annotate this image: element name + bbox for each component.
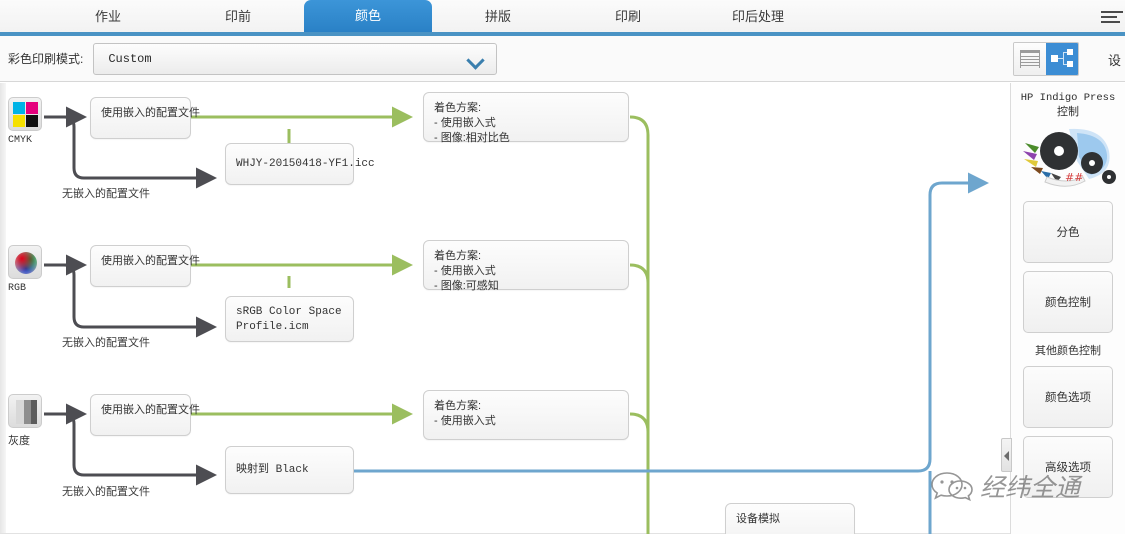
canvas-left-rail xyxy=(0,83,6,534)
tab-prepress[interactable]: 印前 xyxy=(224,9,251,24)
gray-intent-title: 着色方案: xyxy=(434,400,482,412)
grayscale-icon xyxy=(8,394,42,428)
color-options-button[interactable]: 颜色选项 xyxy=(1023,366,1113,428)
toolbar: 彩色印刷模式: Custom 设 xyxy=(0,36,1125,82)
rgb-icon xyxy=(8,245,42,279)
rgb-embedded-profile-text: 使用嵌入的配置文件 xyxy=(101,255,200,267)
cmyk-intent-line-1: - 使用嵌入式 xyxy=(434,117,496,129)
rgb-intent-title: 着色方案: xyxy=(434,250,482,262)
rgb-intent-line-1: - 使用嵌入式 xyxy=(434,265,496,277)
separation-button[interactable]: 分色 xyxy=(1023,201,1113,263)
panel-collapse-handle[interactable] xyxy=(1001,438,1012,472)
cmyk-no-embedded-label: 无嵌入的配置文件 xyxy=(62,188,150,200)
colorspace-gray-label: 灰度 xyxy=(8,435,30,447)
rgb-embedded-profile-node[interactable]: 使用嵌入的配置文件 xyxy=(90,245,200,287)
indigo-press-illustration: ## xyxy=(1017,121,1120,193)
gray-intent-line-1: - 使用嵌入式 xyxy=(434,415,496,427)
cmyk-icon xyxy=(8,97,42,131)
cmyk-intent-line-2: - 图像:相对比色 xyxy=(434,132,510,144)
gray-no-embedded-label: 无嵌入的配置文件 xyxy=(62,486,150,498)
device-simulation-node[interactable]: 设备模拟 xyxy=(725,503,855,534)
colorspace-cmyk: CMYK xyxy=(8,97,42,146)
toolbar-edge-label: 设 xyxy=(1107,53,1121,68)
other-color-control-label: 其他颜色控制 xyxy=(1035,345,1101,357)
tab-imposition[interactable]: 拼版 xyxy=(484,9,511,24)
tab-bar: 作业 印前 颜色 拼版 印刷 印后处理 xyxy=(0,0,1125,36)
color-print-mode-select[interactable]: Custom xyxy=(93,42,498,75)
rgb-profile-node[interactable]: sRGB Color Space Profile.icm xyxy=(225,296,354,342)
svg-text:##: ## xyxy=(1065,171,1083,184)
gray-map-to-black-text: 映射到 Black xyxy=(236,463,309,476)
list-view-button[interactable] xyxy=(1014,43,1046,75)
colorspace-rgb: RGB xyxy=(8,245,42,294)
tab-postpress[interactable]: 印后处理 xyxy=(731,9,784,24)
rgb-profile-text-1: sRGB Color Space xyxy=(236,306,342,318)
cmyk-intent-node[interactable]: 着色方案: - 使用嵌入式 - 图像:相对比色 xyxy=(423,92,629,144)
colorspace-rgb-label: RGB xyxy=(8,283,27,294)
advanced-options-button[interactable]: 高级选项 xyxy=(1023,436,1113,498)
right-panel: HP Indigo Press 控制 ## 分色 颜色控制 其他颜色控制 颜色选… xyxy=(1001,83,1125,534)
chevron-down-icon xyxy=(468,52,484,68)
color-print-mode-value: Custom xyxy=(108,51,152,66)
rgb-profile-text-2: Profile.icm xyxy=(236,321,309,333)
tab-print[interactable]: 印刷 xyxy=(614,9,641,24)
color-flow-canvas: CMYK RGB 灰度 使用嵌入的配置文件 WHJY-20150418-YF1.… xyxy=(0,83,1125,534)
rgb-intent-line-2: - 图像:可感知 xyxy=(434,280,499,292)
right-panel-title: HP Indigo Press 控制 xyxy=(1017,91,1119,119)
colorspace-cmyk-label: CMYK xyxy=(8,135,33,146)
color-print-mode-label: 彩色印刷模式: xyxy=(8,52,84,66)
flow-connectors xyxy=(44,106,989,534)
menu-icon[interactable] xyxy=(1101,8,1123,28)
cmyk-intent-title: 着色方案: xyxy=(434,102,482,114)
gray-embedded-profile-node[interactable]: 使用嵌入的配置文件 xyxy=(90,394,200,436)
gray-embedded-profile-text: 使用嵌入的配置文件 xyxy=(101,404,200,416)
tab-color[interactable]: 颜色 xyxy=(304,0,432,32)
rgb-no-embedded-label: 无嵌入的配置文件 xyxy=(62,337,150,349)
gray-map-to-black-node[interactable]: 映射到 Black xyxy=(225,446,354,494)
cmyk-embedded-profile-text: 使用嵌入的配置文件 xyxy=(101,107,200,119)
right-panel-title-line-1: HP Indigo Press xyxy=(1020,92,1116,104)
right-panel-title-line-2: 控制 xyxy=(1057,106,1079,118)
chevron-left-icon xyxy=(1004,451,1009,461)
cmyk-embedded-profile-node[interactable]: 使用嵌入的配置文件 xyxy=(90,97,200,139)
gray-intent-node[interactable]: 着色方案: - 使用嵌入式 xyxy=(423,390,629,440)
cmyk-profile-node[interactable]: WHJY-20150418-YF1.icc xyxy=(225,143,375,185)
view-toggle-group xyxy=(1013,42,1079,76)
colorspace-gray: 灰度 xyxy=(8,394,42,448)
color-control-button[interactable]: 颜色控制 xyxy=(1023,271,1113,333)
rgb-intent-node[interactable]: 着色方案: - 使用嵌入式 - 图像:可感知 xyxy=(423,240,629,292)
cmyk-profile-text: WHJY-20150418-YF1.icc xyxy=(236,157,375,170)
flow-view-button[interactable] xyxy=(1046,43,1078,75)
device-simulation-text: 设备模拟 xyxy=(736,513,780,525)
tab-job[interactable]: 作业 xyxy=(94,9,121,24)
